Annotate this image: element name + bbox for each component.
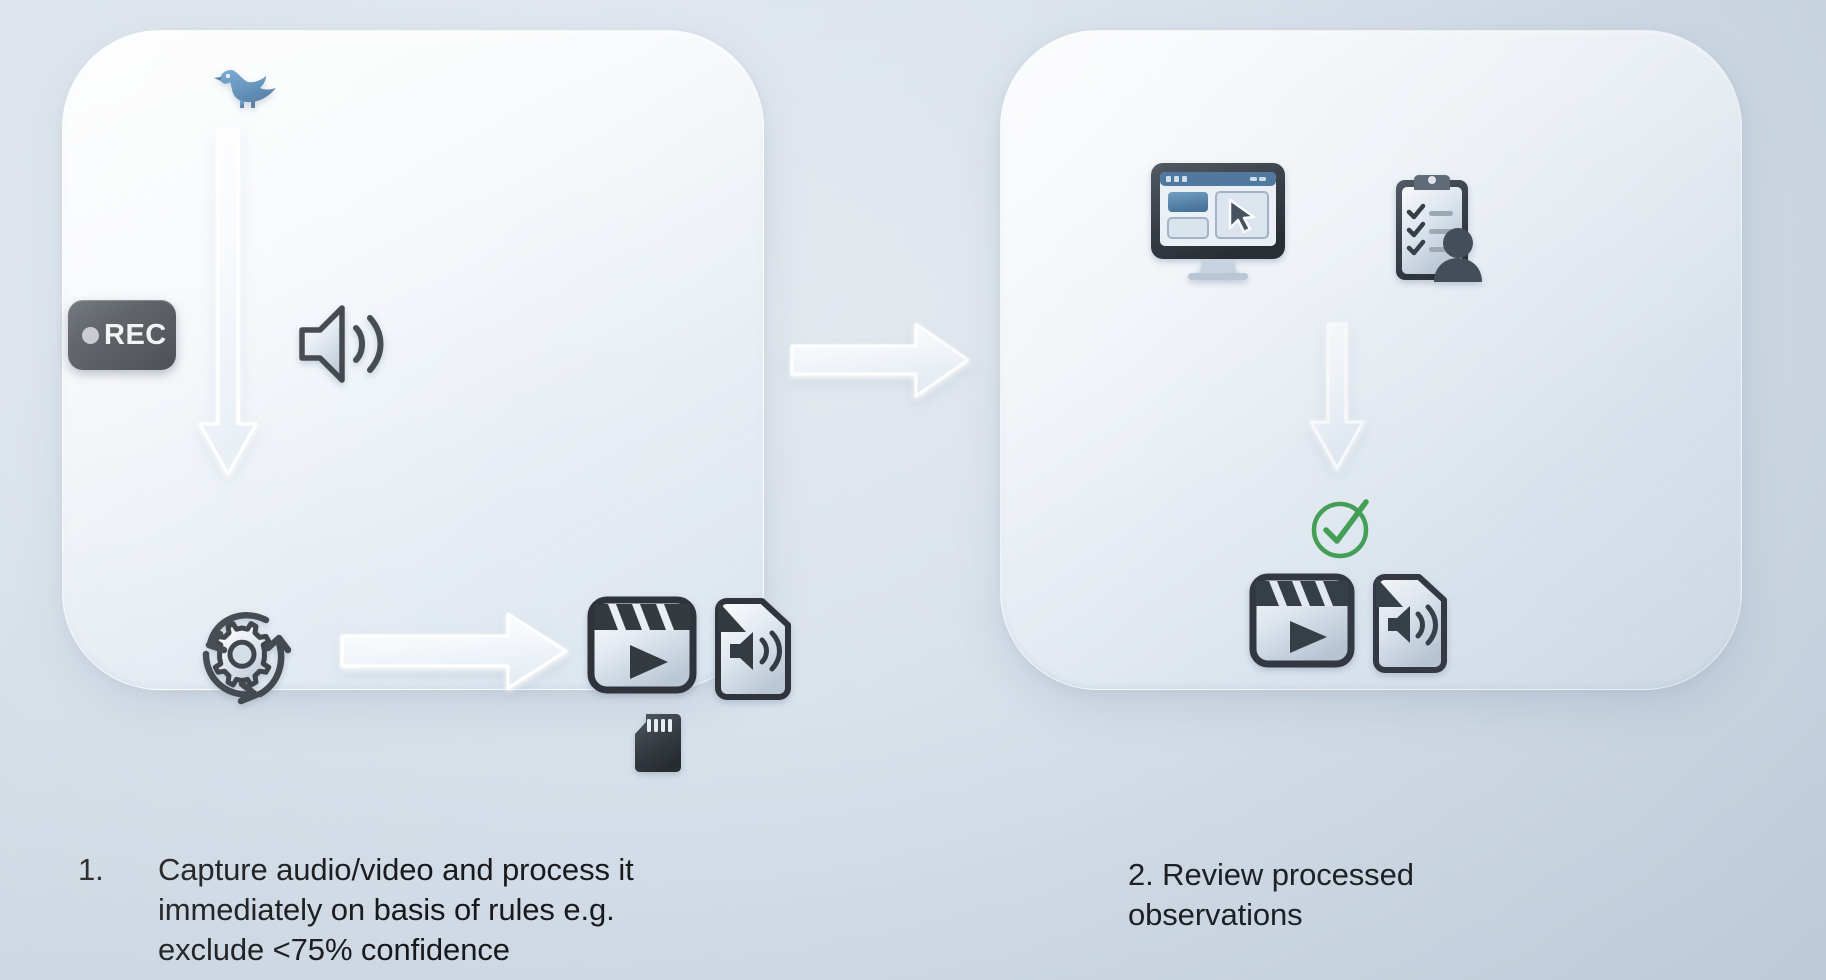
clipboard-reviewer-icon xyxy=(1392,168,1488,284)
panel-review xyxy=(1000,30,1742,690)
audio-file-icon xyxy=(712,598,792,702)
rec-label: REC xyxy=(104,319,167,351)
panel-capture xyxy=(62,30,764,690)
check-circle-icon xyxy=(1308,494,1376,562)
arrow-process-to-files xyxy=(340,608,570,694)
speaker-icon xyxy=(294,296,396,392)
video-file-icon xyxy=(586,588,698,700)
panel-capture-step-number: 1. xyxy=(78,852,104,887)
sd-card-icon xyxy=(632,712,684,774)
audio-file-icon xyxy=(1370,574,1448,674)
panel-capture-caption-text: Capture audio/video and process it immed… xyxy=(158,852,634,967)
arrow-down-capture-to-process xyxy=(196,128,260,488)
video-file-icon xyxy=(1248,566,1356,674)
rec-indicator-dot xyxy=(82,327,99,344)
arrow-panel1-to-panel2 xyxy=(790,320,970,400)
panel-review-caption: 2. Review processed observations xyxy=(1128,857,1414,932)
rec-camera-icon: REC xyxy=(68,300,208,370)
panel-capture-caption: 1. Capture audio/video and process it im… xyxy=(78,850,718,970)
monitor-ui-icon xyxy=(1148,160,1296,282)
arrow-down-review-to-output xyxy=(1309,322,1367,474)
bird-icon xyxy=(208,56,280,112)
processing-gear-icon xyxy=(184,600,300,716)
